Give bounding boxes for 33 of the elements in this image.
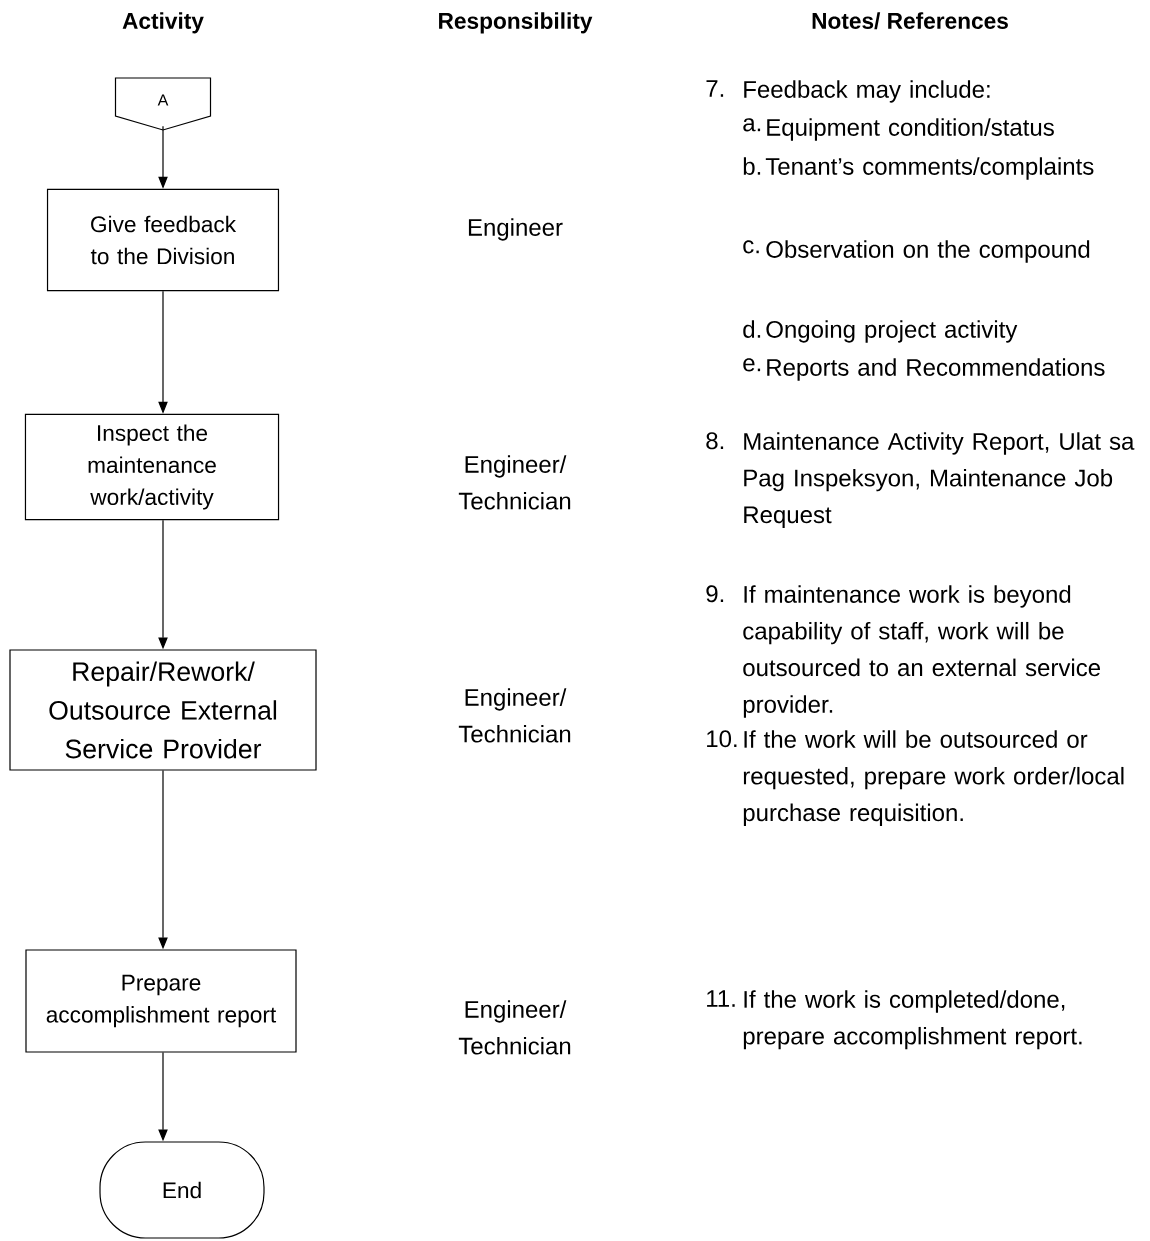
note-text: If the work is completed/done, prepare accomplishment report. [743, 990, 1082, 1050]
note-text: Maintenance Activity Report, Ulat sa Pag Inspeksyon, Maintenance Job Request [744, 432, 1135, 528]
list-number: d. [743, 320, 761, 338]
process-box: Give feedback to the Division [46, 188, 280, 292]
off-page-connector: A [114, 77, 212, 131]
list-number: 10. [707, 730, 737, 748]
list-number: a. [743, 118, 761, 132]
list-number: 7. [706, 80, 724, 97]
responsibility: Engineer/ Technician [458, 455, 571, 510]
note-text: Ongoing project activity [766, 320, 1018, 343]
list-number: 8. [706, 432, 724, 450]
list-number: b. [743, 157, 761, 175]
process-box: Repair/Rework/ Outsource External Service Provider [9, 649, 317, 771]
list-number: c. [743, 240, 759, 254]
list-number: 9. [706, 585, 724, 603]
process-box: Prepare accomplishment report [25, 949, 297, 1053]
list-number: e. [743, 358, 761, 372]
note-text: Observation on the compound [766, 240, 1090, 263]
note-text: Feedback may include: [744, 80, 990, 103]
note-text: Reports and Recommendations [767, 358, 1105, 381]
terminator: End [99, 1141, 265, 1239]
list-number: 11. [707, 990, 735, 1007]
column-header: Activity [122, 12, 204, 34]
note-text: Equipment condition/status [767, 118, 1054, 141]
note-text: If the work will be outsourced or requested, prepare work order/local purchase requisition. [743, 730, 1124, 826]
process-box: Inspect the maintenance work/activity [24, 413, 280, 521]
column-header: Notes/ References [812, 12, 1008, 30]
responsibility: Engineer/ Technician [458, 1000, 571, 1055]
note-text: If maintenance work is beyond capability of staff, work will be outsourced to an external service provider. [743, 585, 1100, 718]
responsibility: Engineer/ Technician [458, 688, 571, 743]
note-text: Tenant’s comments/complaints [765, 157, 1094, 180]
column-header: Responsibility [439, 12, 593, 34]
responsibility: Engineer [468, 218, 563, 241]
